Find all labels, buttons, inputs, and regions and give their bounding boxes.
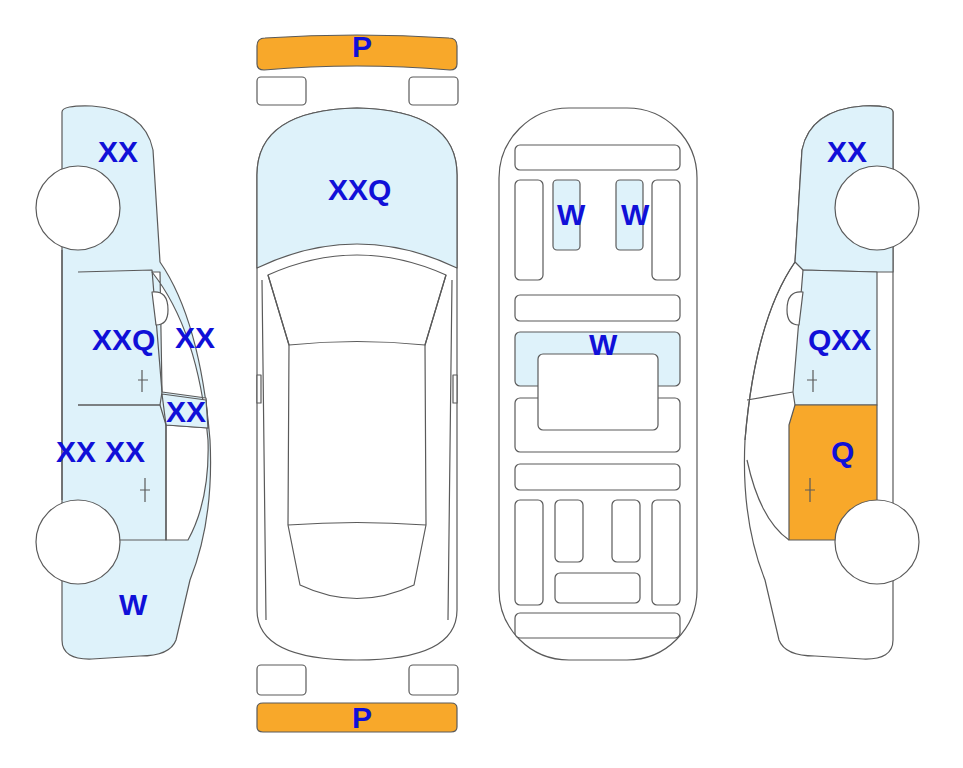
damage-code: XX <box>175 323 215 353</box>
damage-panel: XXQ <box>326 175 393 205</box>
damage-code: XX <box>56 437 96 467</box>
left-front-wheel <box>36 166 120 250</box>
damage-panel: Q <box>829 437 856 467</box>
damage-code: W <box>621 200 649 230</box>
damage-panel: XXQ <box>90 325 157 355</box>
mirror-right <box>453 375 457 403</box>
damage-code: QXX <box>808 325 871 355</box>
front-light-right <box>409 77 458 105</box>
top-body <box>257 108 457 660</box>
right-door-handle <box>805 370 817 502</box>
windshield <box>268 255 446 345</box>
damage-panel: W <box>117 590 149 620</box>
damage-panel: XX <box>96 137 140 167</box>
right-side-view <box>744 106 919 659</box>
left-window-strip <box>162 394 208 428</box>
top-view <box>257 35 458 732</box>
damage-code: XX <box>827 137 867 167</box>
damage-panel: W <box>587 330 619 360</box>
interior-body <box>499 108 697 660</box>
right-rear-wheel <box>835 500 919 584</box>
damage-panel: XX <box>825 137 869 167</box>
damage-code: XX <box>105 437 145 467</box>
hood <box>257 108 457 268</box>
damage-panel: XX <box>173 323 217 353</box>
left-rear-wheel <box>36 500 120 584</box>
mirror-left <box>257 375 261 403</box>
left-door-handle <box>138 370 150 502</box>
rear-light-right <box>409 665 458 695</box>
damage-code: P <box>352 703 372 733</box>
rear-window <box>288 525 426 599</box>
interior-view <box>499 108 697 660</box>
damage-code: XX <box>166 397 206 427</box>
damage-panel: W <box>619 200 651 230</box>
damage-panel: XX <box>164 397 208 427</box>
damage-code: W <box>557 200 585 230</box>
left-front-door <box>78 270 162 405</box>
right-front-wheel <box>835 166 919 250</box>
damage-panel: P <box>350 703 374 733</box>
damage-panel: P <box>350 32 374 62</box>
damage-code: W <box>589 330 617 360</box>
rear-light-left <box>257 665 306 695</box>
damage-panel: XX <box>54 437 98 467</box>
damage-panel: XX <box>103 437 147 467</box>
damage-code: W <box>119 590 147 620</box>
right-front-door <box>793 270 877 405</box>
damage-panel: QXX <box>806 325 873 355</box>
left-side-view <box>36 106 211 659</box>
damage-code: XXQ <box>92 325 155 355</box>
damage-code: Q <box>831 437 854 467</box>
right-mirror <box>787 292 803 325</box>
side-lines <box>262 275 452 620</box>
roof <box>288 345 426 525</box>
damage-code: P <box>352 32 372 62</box>
damage-code: XXQ <box>328 175 391 205</box>
damage-code: XX <box>98 137 138 167</box>
rear-bumper <box>257 703 457 732</box>
damage-panel: W <box>555 200 587 230</box>
left-mirror <box>152 292 168 325</box>
front-light-left <box>257 77 306 105</box>
